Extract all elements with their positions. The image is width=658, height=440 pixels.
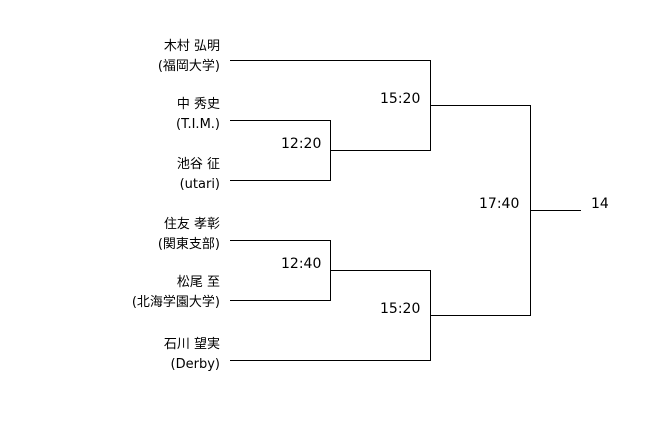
bracket-line bbox=[230, 60, 431, 61]
bracket-line bbox=[530, 210, 581, 211]
bracket-line bbox=[230, 240, 330, 241]
player-name: 池谷 征 bbox=[176, 157, 220, 172]
bracket-line bbox=[230, 120, 330, 121]
final-result: 14 bbox=[591, 196, 609, 212]
player-name: 木村 弘明 bbox=[163, 39, 220, 54]
match-time: 12:40 bbox=[281, 256, 322, 272]
player-name: 石川 望実 bbox=[163, 337, 220, 352]
match-time: 15:20 bbox=[380, 301, 421, 317]
player-team: (福岡大学) bbox=[157, 59, 220, 74]
player-team: (utari) bbox=[179, 177, 220, 192]
match-time: 17:40 bbox=[479, 196, 520, 212]
bracket-line bbox=[330, 150, 431, 151]
match-time: 15:20 bbox=[380, 91, 421, 107]
player-entry: 池谷 征 (utari) bbox=[177, 155, 220, 195]
bracket-line bbox=[330, 270, 431, 271]
player-team: (北海学園大学) bbox=[131, 295, 220, 310]
player-entry: 松尾 至 (北海学園大学) bbox=[132, 273, 220, 313]
player-entry: 木村 弘明 (福岡大学) bbox=[158, 37, 220, 77]
bracket-line bbox=[230, 360, 431, 361]
bracket-line bbox=[430, 315, 531, 316]
bracket-line bbox=[230, 300, 330, 301]
player-name: 中 秀史 bbox=[176, 97, 220, 112]
player-name: 住友 孝彰 bbox=[163, 217, 220, 232]
player-entry: 石川 望実 (Derby) bbox=[164, 335, 220, 375]
player-team: (T.I.M.) bbox=[176, 117, 220, 132]
player-entry: 中 秀史 (T.I.M.) bbox=[176, 95, 220, 135]
match-time: 12:20 bbox=[281, 136, 322, 152]
player-team: (Derby) bbox=[170, 357, 220, 372]
player-team: (関東支部) bbox=[157, 237, 220, 252]
bracket-line bbox=[230, 180, 330, 181]
bracket-line bbox=[430, 105, 531, 106]
player-entry: 住友 孝彰 (関東支部) bbox=[158, 215, 220, 255]
player-name: 松尾 至 bbox=[176, 275, 220, 290]
